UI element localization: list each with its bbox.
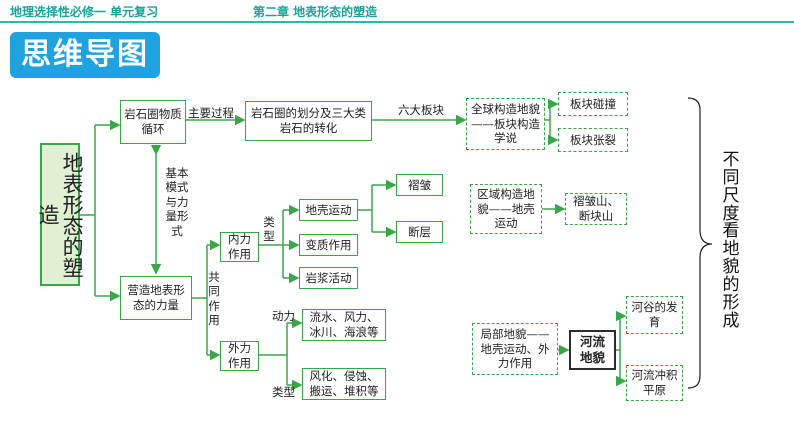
valley-development-node: 河谷的发育 — [626, 296, 683, 334]
scale-summary-text: 不同尺度看地貌的形成 — [722, 150, 740, 331]
local-landform-node: 局部地貌——地壳运动、外力作用 — [472, 323, 558, 375]
root-node: 地表形态的塑造 — [36, 143, 84, 286]
fault-node: 断层 — [396, 221, 443, 243]
six-plates-label: 六大板块 — [398, 103, 444, 117]
main-process-label: 主要过程 — [188, 106, 234, 120]
header-bar: 地理选择性必修一 单元复习 第二章 地表形态的塑造 — [0, 0, 794, 23]
fold-fault-mountain-node: 褶皱山、断块山 — [565, 193, 627, 225]
rock-cycle-node: 岩石圈物质循环 — [120, 100, 186, 144]
type-label-external: 类型 — [272, 385, 295, 399]
course-title: 地理选择性必修一 单元复习 — [10, 5, 159, 19]
external-types-node: 风化、侵蚀、搬运、堆积等 — [302, 368, 386, 400]
joint-action-label: 共同作用 — [208, 270, 220, 328]
magma-activity-node: 岩浆活动 — [299, 267, 358, 289]
header-divider — [0, 21, 794, 23]
internal-force-node: 内力作用 — [220, 232, 259, 262]
power-label: 动力 — [272, 309, 295, 323]
crust-movement-node: 地壳运动 — [299, 199, 358, 221]
plate-split-node: 板块张裂 — [558, 128, 628, 152]
regional-landform-node: 区域构造地貌——地壳运动 — [470, 184, 542, 234]
forces-node: 营造地表形态的力量 — [120, 276, 192, 320]
lithosphere-node: 岩石圈的划分及三大类岩石的转化 — [245, 101, 372, 141]
external-power-node: 流水、风力、冰川、海浪等 — [302, 309, 386, 341]
river-landform-node: 河流地貌 — [569, 330, 616, 370]
plate-collide-node: 板块碰撞 — [558, 92, 628, 116]
alluvial-plain-node: 河流冲积平原 — [626, 365, 683, 401]
fold-node: 褶皱 — [396, 174, 443, 196]
external-force-node: 外力作用 — [220, 341, 259, 371]
mind-map-badge: 思维导图 — [10, 32, 160, 78]
basic-mode-label: 基本模式与力量形式 — [165, 166, 189, 238]
type-label-internal: 类型 — [263, 215, 275, 244]
metamorphism-node: 变质作用 — [299, 234, 358, 256]
plate-theory-node: 全球构造地貌——板块构造学说 — [466, 98, 545, 150]
chapter-title: 第二章 地表形态的塑造 — [253, 5, 378, 19]
